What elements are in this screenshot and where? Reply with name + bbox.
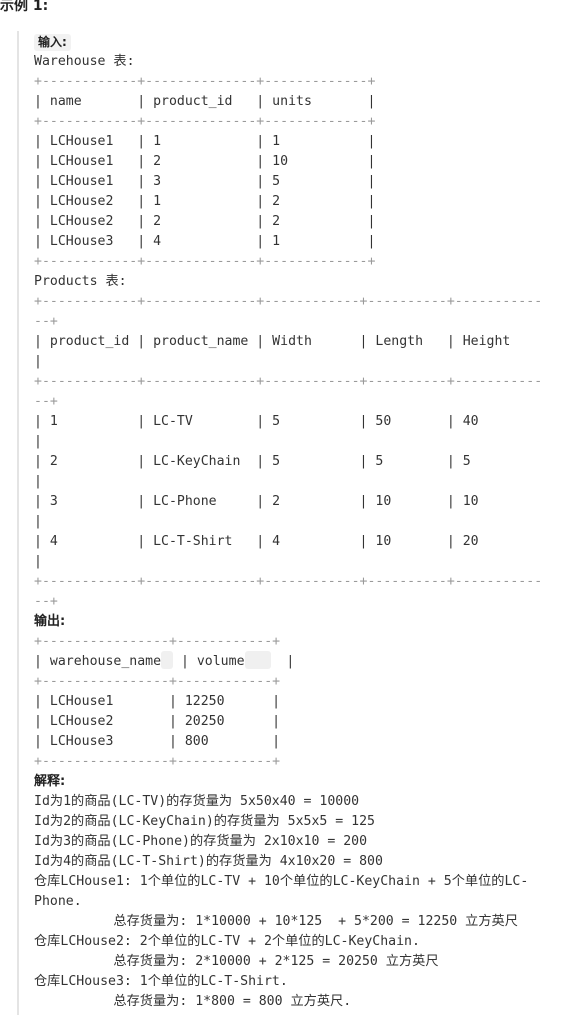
- header-cell-text: | volume: [173, 654, 245, 669]
- section-label: 输出:: [34, 614, 66, 629]
- table-border-line: +------------+--------------+-----------…: [34, 374, 543, 389]
- content-line: |: [34, 354, 42, 369]
- content-line: | LCHouse2 | 2 | 2 |: [34, 214, 376, 229]
- content-line: | LCHouse3 | 4 | 1 |: [34, 234, 376, 249]
- content-line: Warehouse 表:: [34, 54, 135, 69]
- content-line: | LCHouse1 | 3 | 5 |: [34, 174, 376, 189]
- content-line: | LCHouse1 | 12250 |: [34, 694, 281, 709]
- highlight-box: [161, 651, 174, 669]
- table-border-line: --+: [34, 594, 58, 609]
- example-content: Warehouse 表: +------------+--------------…: [34, 52, 542, 1012]
- content-line: | 1 | LC-TV | 5 | 50 | 40: [34, 414, 479, 429]
- content-line: | LCHouse3 | 800 |: [34, 734, 281, 749]
- content-line: |: [34, 434, 42, 449]
- table-border-line: +----------------+------------+: [34, 674, 281, 689]
- content-line: | LCHouse1 | 1 | 1 |: [34, 134, 376, 149]
- content-line: | LCHouse1 | 2 | 10 |: [34, 154, 376, 169]
- table-border-line: +------------+--------------+-----------…: [34, 74, 376, 89]
- content-line: Id为2的商品(LC-KeyChain)的存货量为 5x5x5 = 125: [34, 814, 375, 829]
- content-line: | LCHouse2 | 20250 |: [34, 714, 281, 729]
- example-block: [17, 31, 577, 1015]
- content-line: 总存货量为: 2*10000 + 2*125 = 20250 立方英尺: [34, 954, 439, 969]
- highlight-box: [244, 651, 271, 669]
- content-line: 仓库LCHouse1: 1个单位的LC-TV + 10个单位的LC-KeyCha…: [34, 874, 529, 889]
- table-border-line: +------------+--------------+-----------…: [34, 114, 376, 129]
- header-cell-text: |: [270, 654, 295, 669]
- content-line: Id为1的商品(LC-TV)的存货量为 5x50x40 = 10000: [34, 794, 360, 809]
- table-border-line: +------------+--------------+-----------…: [34, 574, 543, 589]
- header-cell-text: | warehouse_name: [34, 654, 162, 669]
- content-line: 仓库LCHouse2: 2个单位的LC-TV + 2个单位的LC-KeyChai…: [34, 934, 420, 949]
- content-line: 总存货量为: 1*10000 + 10*125 + 5*200 = 12250 …: [34, 914, 518, 929]
- content-line: | product_id | product_name | Width | Le…: [34, 334, 511, 349]
- example-heading: 示例 1:: [0, 0, 49, 14]
- content-line: Id为4的商品(LC-T-Shirt)的存货量为 4x10x20 = 800: [34, 854, 383, 869]
- content-line: | 2 | LC-KeyChain | 5 | 5 | 5: [34, 454, 471, 469]
- table-border-line: +------------+--------------+-----------…: [34, 254, 376, 269]
- content-line: |: [34, 554, 42, 569]
- content-line: |: [34, 514, 42, 529]
- content-line: Products 表:: [34, 274, 127, 289]
- table-border-line: --+: [34, 314, 58, 329]
- content-line: | 4 | LC-T-Shirt | 4 | 10 | 20: [34, 534, 479, 549]
- table-border-line: --+: [34, 394, 58, 409]
- input-label: 输入:: [34, 34, 71, 51]
- content-line: | 3 | LC-Phone | 2 | 10 | 10: [34, 494, 479, 509]
- table-border-line: +------------+--------------+-----------…: [34, 294, 543, 309]
- content-line: Id为3的商品(LC-Phone)的存货量为 2x10x10 = 200: [34, 834, 368, 849]
- content-line: 总存货量为: 1*800 = 800 立方英尺.: [34, 994, 352, 1009]
- content-line: | warehouse_name | volume |: [34, 651, 542, 672]
- content-line: Phone.: [34, 894, 82, 909]
- content-line: |: [34, 474, 42, 489]
- table-border-line: +----------------+------------+: [34, 754, 281, 769]
- content-line: 仓库LCHouse3: 1个单位的LC-T-Shirt.: [34, 974, 288, 989]
- content-line: | LCHouse2 | 1 | 2 |: [34, 194, 376, 209]
- content-line: | name | product_id | units |: [34, 94, 376, 109]
- section-label: 解释:: [34, 774, 66, 789]
- table-border-line: +----------------+------------+: [34, 634, 281, 649]
